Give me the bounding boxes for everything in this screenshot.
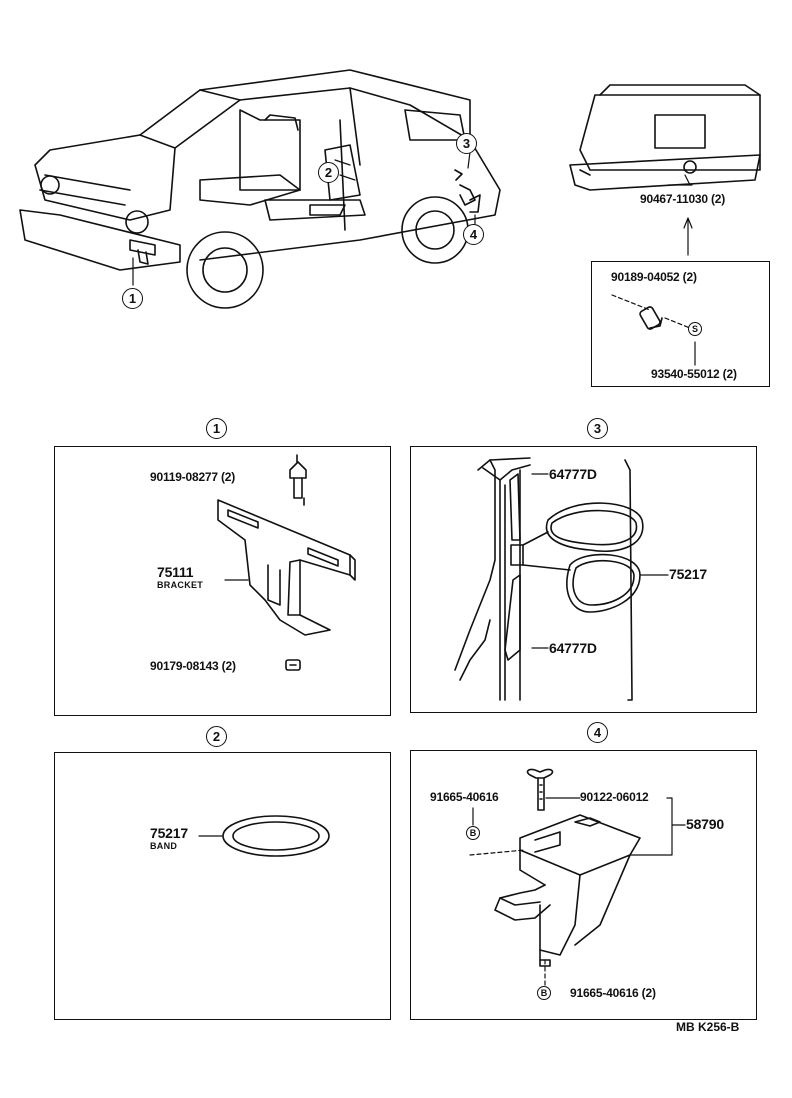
p3-band-number: 75217 — [669, 566, 707, 582]
p2-band-name: BAND — [150, 841, 178, 851]
panel-1-box — [54, 446, 391, 716]
mount-illustration — [469, 768, 686, 986]
p4-wing-bolt-number: 90122-06012 — [580, 790, 649, 804]
panel-1-heading: 1 — [206, 418, 227, 439]
p4-bolt-symbol-lower-icon: B — [537, 986, 551, 1000]
panel-4-heading: 4 — [587, 722, 608, 743]
p1-bolt-number: 90119-08277 (2) — [150, 470, 236, 484]
panel-2-box — [54, 752, 391, 1020]
band-illustration — [198, 815, 330, 857]
nut-symbol-icon: S — [688, 322, 702, 336]
p3-grommet-upper-number: 64777D — [549, 466, 597, 482]
p3-grommet-lower-number: 64777D — [549, 640, 597, 656]
bolt-nut-detail-box: 90189-04052 (2) S 93540-55012 (2) — [591, 261, 770, 387]
panel-4-box — [410, 750, 757, 1020]
callout-4-overview: 4 — [463, 224, 484, 245]
callout-2-overview: 2 — [318, 162, 339, 183]
detail-nut-number: 93540-55012 (2) — [651, 367, 737, 381]
p4-assembly-number: 58790 — [686, 816, 724, 832]
p1-bracket-name: BRACKET — [157, 580, 204, 590]
rear-bumper-illustration — [569, 84, 761, 256]
vehicle-illustration — [19, 69, 501, 309]
bolt-nut-illustration — [611, 294, 696, 366]
p1-nut-number: 90179-08143 (2) — [150, 659, 236, 673]
callout-1-overview: 1 — [122, 288, 143, 309]
p4-bottom-bolt-number: 91665-40616 (2) — [570, 986, 656, 1000]
panel-2-heading: 2 — [206, 726, 227, 747]
pillar-band-illustration — [454, 457, 669, 701]
detail-bolt-number: 90189-04052 (2) — [611, 270, 697, 284]
p4-bolt-ref-number: 91665-40616 — [430, 790, 499, 804]
panel-3-box — [410, 446, 757, 713]
p2-band-number: 75217 — [150, 825, 188, 841]
p4-bolt-symbol-upper-icon: B — [466, 826, 480, 840]
bracket-illustration — [217, 454, 356, 671]
diagram-code: MB K256-B — [676, 1020, 740, 1034]
p1-bracket-number: 75111 — [157, 564, 194, 580]
panel-3-heading: 3 — [587, 418, 608, 439]
callout-3-overview: 3 — [456, 133, 477, 154]
rear-part-number: 90467-11030 (2) — [640, 192, 726, 206]
